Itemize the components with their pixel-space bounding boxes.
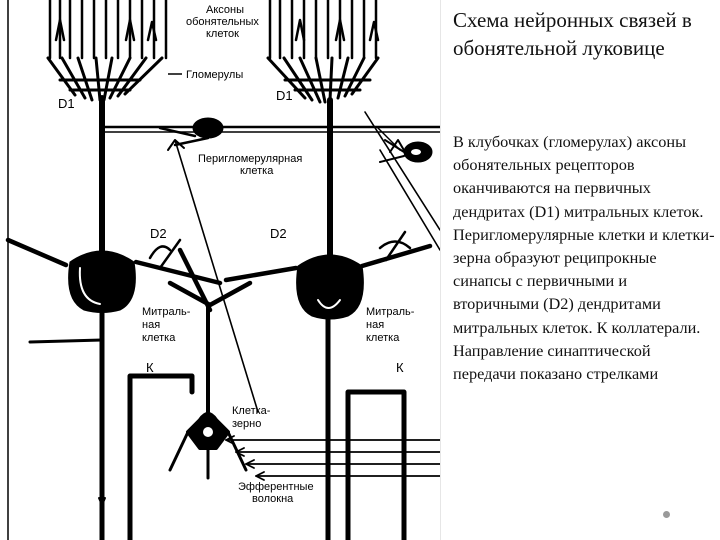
left-collateral [127, 373, 195, 540]
label-efferent-2: волокна [252, 493, 294, 505]
label-mitral-left-2: ная [142, 319, 160, 331]
label-k-left: К [146, 360, 154, 375]
left-glomerulus-axons [48, 0, 168, 60]
label-d1-right: D1 [276, 88, 293, 103]
left-mitral-axon [28, 309, 105, 540]
label-axons-1: Аксоны [206, 4, 244, 16]
label-mitral-left-1: Митраль- [142, 306, 191, 318]
right-glomerulus [266, 56, 380, 104]
label-efferent-1: Эфферентные [238, 481, 314, 493]
slide-title: Схема нейронных связей в обонятельной лу… [453, 8, 692, 60]
label-granule-1: Клетка- [232, 405, 271, 417]
transmission-arrows [98, 139, 406, 506]
label-mitral-right-2: ная [366, 319, 384, 331]
label-granule-2: зерно [232, 418, 261, 430]
efferent-diagonals [174, 111, 440, 413]
label-k-right: К [396, 360, 404, 375]
label-d2-right: D2 [270, 226, 287, 241]
slide-body: В клубочках (гломерулах) аксоны обонятел… [453, 132, 715, 384]
label-periglom-2: клетка [240, 165, 274, 177]
label-d2-left: D2 [150, 226, 167, 241]
label-mitral-right-3: клетка [366, 332, 400, 344]
periglomerular-axon [102, 125, 440, 133]
label-mitral-right-1: Митраль- [366, 306, 415, 318]
column-divider [440, 0, 441, 540]
granule-cell [168, 303, 248, 480]
slide-bullet-dot [663, 511, 670, 518]
label-glomeruli: Гломерулы [186, 69, 243, 81]
efferent-fibers [225, 435, 440, 481]
label-axons-3: клеток [206, 28, 239, 40]
left-mitral-cell [5, 237, 223, 313]
right-collateral [345, 389, 407, 540]
right-glomerulus-axons [268, 0, 378, 60]
label-d1-left: D1 [58, 96, 75, 111]
label-axons-2: обонятельных [186, 16, 259, 28]
left-glomerulus [46, 56, 164, 102]
label-mitral-left-3: клетка [142, 332, 176, 344]
right-mitral-cell [223, 230, 433, 320]
olfactory-bulb-diagram: Аксоны обонятельных клеток Гломерулы D1 … [5, 0, 440, 540]
label-periglom-1: Перигломерулярная [198, 153, 302, 165]
